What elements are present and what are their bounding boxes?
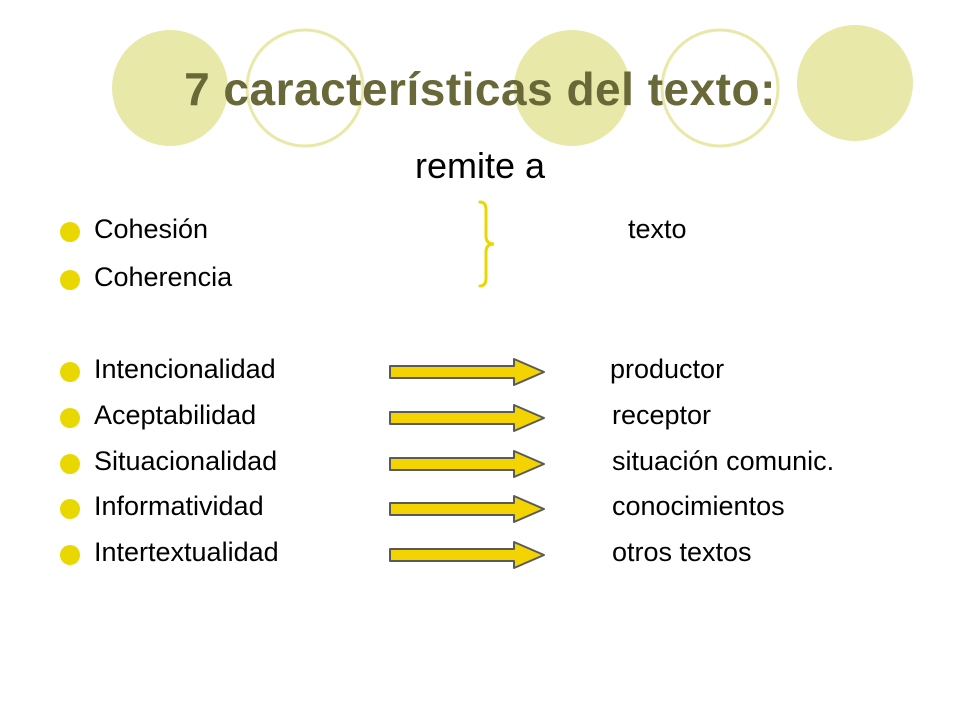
- decorative-circles: [112, 25, 913, 148]
- target-situacion-comunic: situación comunic.: [612, 446, 835, 476]
- item-label: Aceptabilidad: [94, 400, 257, 430]
- right-block-arrow-icon: [389, 404, 545, 432]
- yellow-dot-bullet-icon: [60, 270, 80, 290]
- yellow-dot-bullet-icon: [60, 454, 80, 474]
- deco-circle-filled-3: [797, 25, 913, 141]
- right-block-arrow-icon: [389, 450, 545, 478]
- target-otros-textos: otros textos: [612, 537, 752, 567]
- item-label: Cohesión: [94, 214, 209, 244]
- target-productor: productor: [610, 354, 725, 384]
- yellow-dot-bullet-icon: [60, 408, 80, 428]
- item-label: Coherencia: [94, 262, 233, 292]
- slide-subtitle: remite a: [414, 145, 546, 186]
- yellow-dot-bullet-icon: [60, 362, 80, 382]
- right-curly-brace-icon: [478, 200, 495, 288]
- target-receptor: receptor: [612, 400, 712, 430]
- yellow-dot-bullet-icon: [60, 222, 80, 242]
- item-label: Situacionalidad: [94, 446, 278, 476]
- item-label: Intencionalidad: [94, 354, 276, 384]
- slide-title: 7 características del texto:: [184, 63, 776, 115]
- deco-circle-outline-1: [245, 28, 365, 148]
- right-block-arrow-icon: [389, 358, 545, 386]
- deco-circle-filled-1: [112, 30, 228, 146]
- right-block-arrow-icon: [389, 541, 545, 569]
- target-texto: texto: [628, 214, 687, 244]
- yellow-dot-bullet-icon: [60, 499, 80, 519]
- deco-circle-outline-2: [660, 28, 780, 148]
- yellow-dot-bullet-icon: [60, 545, 80, 565]
- deco-circle-filled-2: [514, 30, 630, 146]
- item-label: Informatividad: [94, 491, 264, 521]
- right-block-arrow-icon: [389, 495, 545, 523]
- item-label: Intertextualidad: [94, 537, 279, 567]
- target-conocimientos: conocimientos: [612, 491, 785, 521]
